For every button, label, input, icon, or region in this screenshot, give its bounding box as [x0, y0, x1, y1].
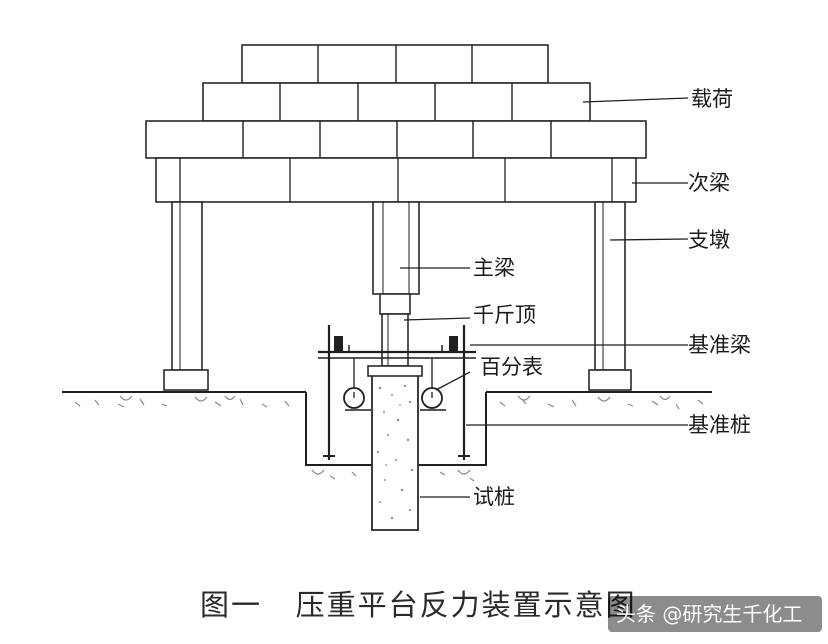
label-reference-beam: 基准梁 [688, 333, 751, 357]
dial-gauges [343, 358, 446, 411]
test-pile [367, 365, 423, 531]
watermark-text: 头条 @研究生千化工 [616, 602, 802, 626]
load-blocks [145, 44, 647, 159]
label-load: 载荷 [691, 87, 733, 111]
watermark: 头条 @研究生千化工 [608, 596, 822, 632]
label-dial-gauge: 百分表 [480, 355, 543, 379]
label-main-beam: 主梁 [473, 256, 515, 280]
reference-beam [318, 336, 476, 359]
secondary-beam [155, 157, 637, 203]
label-reference-pile: 基准桩 [688, 413, 751, 437]
labels: 载荷 次梁 支墩 主梁 千斤顶 基准梁 百分表 基准桩 试桩 [473, 87, 751, 509]
figure-caption: 图一 压重平台反力装置示意图 [200, 588, 637, 622]
label-test-pile: 试桩 [473, 485, 515, 509]
support-piers [163, 201, 632, 391]
label-jack: 千斤顶 [473, 303, 536, 327]
label-secondary-beam: 次梁 [688, 171, 730, 195]
label-support: 支墩 [688, 228, 730, 252]
leader-lines [400, 97, 689, 498]
main-beam [372, 201, 420, 315]
reference-piles [323, 325, 470, 460]
